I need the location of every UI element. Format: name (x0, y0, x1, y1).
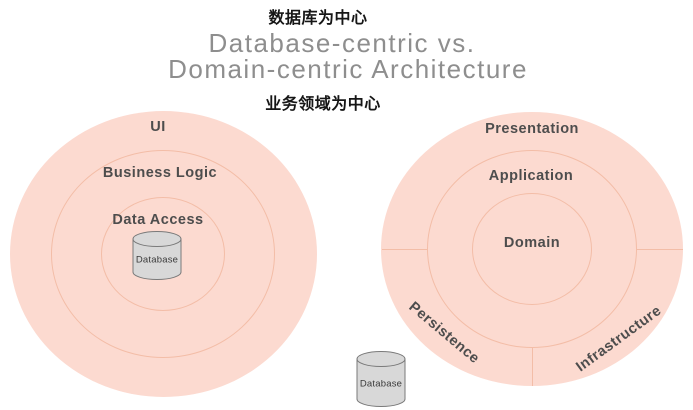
subtitle-domain-centric-zh: 业务领域为中心 (265, 96, 381, 113)
layer-label-business-logic: Business Logic (102, 165, 218, 181)
layer-label-application: Application (488, 168, 574, 184)
right-circle-left-divider (382, 249, 428, 250)
layer-label-domain: Domain (503, 235, 561, 251)
database-label-left: Database (135, 254, 179, 266)
layer-label-ui: UI (150, 119, 166, 135)
database-cylinder-icon (132, 231, 182, 280)
left-inner-ring (101, 197, 225, 311)
layer-label-data-access: Data Access (112, 212, 204, 228)
main-title-line2: Domain-centric Architecture (168, 54, 528, 84)
database-cylinder-icon (356, 351, 406, 407)
right-circle-bottom-divider (532, 348, 533, 386)
right-circle-right-divider (637, 249, 683, 250)
layer-label-presentation: Presentation (485, 121, 579, 137)
left-middle-ring (51, 150, 275, 358)
main-title-line1: Database-centric vs. (208, 28, 476, 58)
right-inner-ring (472, 193, 592, 305)
database-label-bottom: Database (359, 378, 403, 390)
subtitle-database-centric-zh: 数据库为中心 (268, 10, 368, 27)
